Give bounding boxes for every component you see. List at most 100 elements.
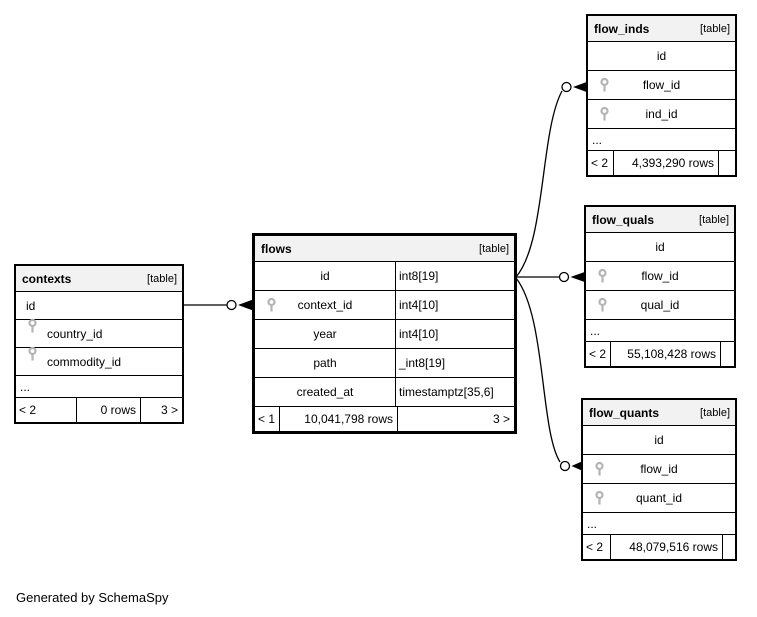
column-row-ind_id: ind_id [588, 100, 735, 129]
column-name: flow_id [642, 78, 681, 92]
table-footer: < 1 10,041,798 rows 3 > [255, 407, 514, 431]
column-row-id: id [583, 426, 735, 455]
key-icon [28, 346, 37, 361]
column-name-cell: context_id [255, 291, 396, 319]
column-row-id: id [16, 292, 182, 320]
table-type-badge: [table] [699, 213, 729, 226]
column-type: int4[10] [399, 298, 439, 312]
column-type: int4[10] [399, 327, 439, 341]
column-row-context_id: context_id int4[10] [255, 291, 514, 320]
column-name: id [26, 298, 36, 313]
table-type-badge: [table] [700, 406, 730, 419]
key-icon [598, 297, 607, 312]
column-type: int8[19] [399, 269, 439, 283]
column-name: path [313, 356, 337, 370]
edge-flows-to-flow_quants [515, 277, 561, 463]
key-icon [28, 318, 37, 333]
table-contexts-header[interactable]: contexts [table] [16, 266, 182, 292]
column-row-quant_id: quant_id [583, 484, 735, 513]
table-footer: < 2 4,393,290 rows [588, 151, 735, 175]
edge-flows-to-flow_inds [515, 90, 563, 278]
children-count: 3 > [140, 398, 182, 422]
table-type-badge: [table] [147, 272, 177, 285]
row-count: 0 rows [76, 398, 140, 422]
column-name: flow_id [641, 269, 679, 283]
column-name: ind_id [645, 107, 678, 121]
table-title: flow_inds [594, 21, 650, 36]
table-flow_quals[interactable]: flow_quals [table] id flow_id qual_id ..… [584, 205, 736, 368]
column-name: flow_id [640, 462, 678, 476]
more-columns-row: ... [16, 376, 182, 398]
key-icon [595, 490, 604, 505]
key-icon [598, 268, 607, 283]
children-count [720, 342, 734, 366]
parents-count: < 1 [258, 412, 276, 426]
column-row-flow_id: flow_id [586, 262, 734, 291]
column-name: id [654, 433, 664, 447]
column-name: commodity_id [47, 354, 122, 369]
key-icon [600, 106, 609, 121]
column-name: id [656, 49, 667, 63]
column-name: year [313, 327, 337, 341]
table-flow_inds[interactable]: flow_inds [table] id flow_id ind_id ... … [586, 14, 737, 177]
zero-dot-flows-flow_quants [559, 460, 571, 472]
ellipsis-label: ... [590, 323, 601, 338]
column-row-qual_id: qual_id [586, 291, 734, 320]
table-flow_quals-header[interactable]: flow_quals [table] [586, 207, 734, 233]
table-title: flows [261, 241, 292, 256]
table-contexts[interactable]: contexts [table] id country_id commodity… [14, 264, 184, 424]
column-row-path: path _int8[19] [255, 349, 514, 378]
column-name: quant_id [635, 491, 683, 505]
row-count: 4,393,290 rows [613, 151, 718, 175]
column-row-country_id: country_id [16, 318, 182, 348]
row-count: 10,041,798 rows [279, 407, 397, 431]
column-row-created_at: created_at timestamptz[35,6] [255, 378, 514, 407]
parents-count: < 2 [589, 347, 607, 361]
column-name: id [655, 240, 665, 254]
parents-count: < 2 [19, 403, 37, 417]
key-icon [595, 461, 604, 476]
generator-credit: Generated by SchemaSpy [16, 590, 169, 605]
children-count [722, 535, 735, 559]
table-footer: < 2 55,108,428 rows [586, 342, 734, 366]
more-columns-row: ... [588, 129, 735, 151]
column-row-commodity_id: commodity_id [16, 346, 182, 376]
column-row-flow_id: flow_id [588, 71, 735, 100]
more-columns-row: ... [586, 320, 734, 342]
zero-dot-flows-flow_inds [561, 81, 572, 93]
column-name: country_id [47, 326, 103, 341]
table-flows-header[interactable]: flows [table] [255, 236, 514, 262]
zero-dot-flows-flow_quals [558, 271, 570, 283]
column-row-id: id [586, 233, 734, 262]
ellipsis-label: ... [587, 516, 598, 531]
table-type-badge: [table] [479, 242, 509, 255]
column-name-cell: path [255, 349, 396, 377]
column-type-cell: int8[19] [396, 262, 514, 290]
column-row-id: id int8[19] [255, 262, 514, 291]
column-name: id [320, 269, 330, 283]
arrowhead-flows-context_id [238, 299, 253, 311]
key-icon [600, 77, 609, 92]
children-count [718, 151, 735, 175]
table-flows[interactable]: flows [table] id int8[19] context_id int… [252, 233, 517, 434]
column-name: context_id [297, 298, 353, 312]
column-row-year: year int4[10] [255, 320, 514, 349]
parents-count: < 2 [591, 156, 609, 170]
table-type-badge: [table] [700, 22, 730, 35]
key-icon [267, 297, 276, 312]
column-name-cell: created_at [255, 378, 396, 406]
column-type-cell: timestamptz[35,6] [396, 378, 514, 406]
table-footer: < 2 0 rows 3 > [16, 398, 182, 422]
column-type: timestamptz[35,6] [399, 385, 494, 399]
children-count: 3 > [397, 407, 514, 431]
table-title: flow_quants [589, 405, 660, 420]
table-flow_quants-header[interactable]: flow_quants [table] [583, 400, 735, 426]
column-type-cell: int4[10] [396, 320, 514, 348]
zero-dot-contexts-flows [226, 299, 237, 311]
ellipsis-label: ... [592, 132, 603, 147]
parents-count: < 2 [586, 540, 604, 554]
table-flow_inds-header[interactable]: flow_inds [table] [588, 16, 735, 42]
row-count: 55,108,428 rows [610, 342, 720, 366]
more-columns-row: ... [583, 513, 735, 535]
table-flow_quants[interactable]: flow_quants [table] id flow_id quant_id … [581, 398, 737, 561]
